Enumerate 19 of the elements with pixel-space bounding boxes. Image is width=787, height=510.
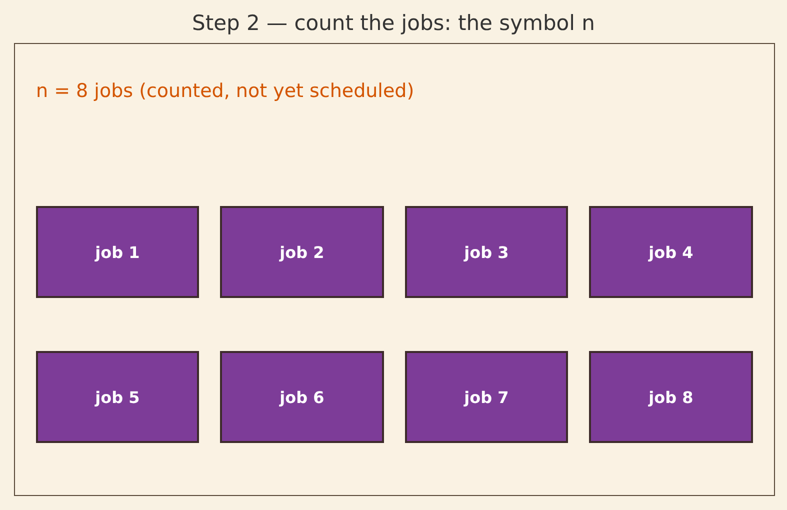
job-box (589, 351, 753, 443)
job-box (220, 206, 384, 298)
job-label: job 6 (280, 388, 324, 406)
job-label: job 1 (95, 242, 140, 262)
job-label: job 7 (464, 388, 509, 406)
job-label: job 8 (648, 388, 694, 406)
job-box (405, 351, 568, 443)
count-note: n = 8 jobs (counted, not yet scheduled) (36, 80, 414, 102)
frame-panel (14, 43, 775, 496)
job-box (405, 206, 568, 298)
job-label: job 2 (280, 242, 324, 262)
job-label: job 5 (95, 388, 140, 406)
job-label: job 3 (464, 242, 509, 262)
job-box (220, 351, 384, 443)
job-label: job 4 (648, 242, 694, 262)
job-box (36, 351, 199, 443)
diagram-title: Step 2 — count the jobs: the symbol n (191, 11, 596, 35)
job-box (36, 206, 199, 298)
job-box (589, 206, 753, 298)
